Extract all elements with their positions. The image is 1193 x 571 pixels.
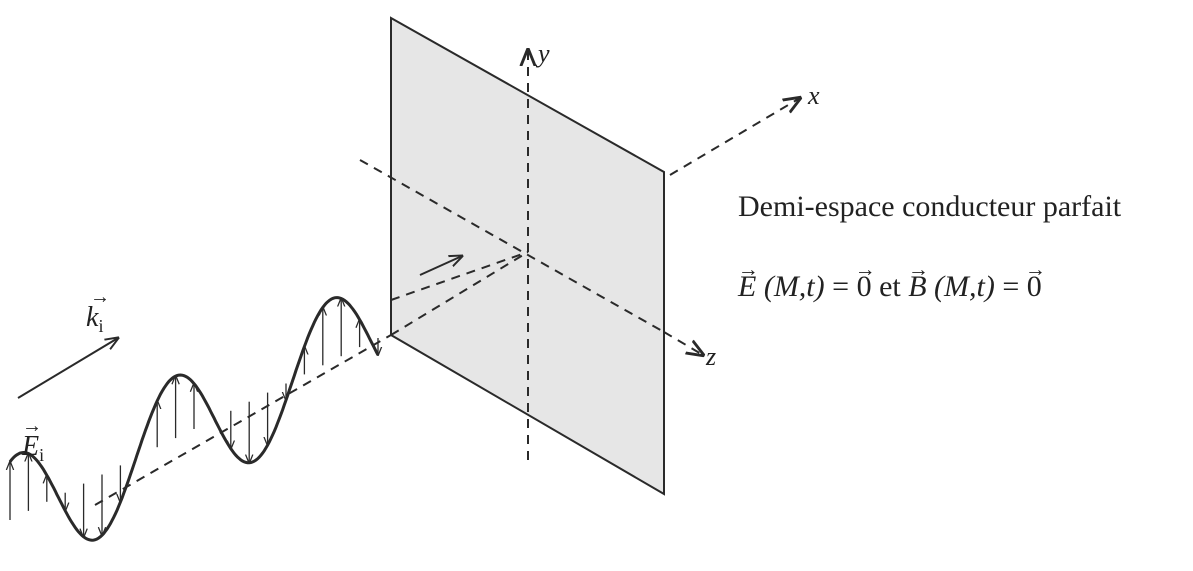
conductor-plane [390,16,665,496]
inner-arrow [419,256,462,276]
conjunction: et [871,270,909,303]
B-symbol: B [908,270,926,304]
E-args: (M,t) [763,270,825,303]
eq-sign-2: = [994,270,1027,303]
field-arrows [10,299,378,537]
z-axis-outer [663,331,703,355]
B-args: (M,t) [934,270,995,303]
boundary-condition: E (M,t) = 0 et B (M,t) = 0 [738,270,1042,304]
E-symbol: E [738,270,756,304]
wave-curve [8,296,380,542]
z-axis-label: z [705,342,716,371]
wave-vector-arrow [17,338,118,399]
eq-sign-1: = [824,270,857,303]
y-axis-label: y [535,39,550,68]
wave-vector-arrow-mark: → [90,286,110,308]
zero-vector-2: 0 [1027,270,1042,304]
zero-vector-1: 0 [857,270,872,304]
x-axis-inner [390,251,529,301]
z-axis [94,334,392,506]
x-axis-outer [669,98,800,176]
conductor-caption: Demi-espace conducteur parfait [738,190,1122,223]
field-arrow-mark: → [22,415,42,437]
x-axis [359,159,665,333]
wave-vector-label: ki [86,302,103,336]
x-axis-label: x [807,81,820,110]
field-label: Ei [21,431,44,465]
z-axis-inner [390,251,529,336]
